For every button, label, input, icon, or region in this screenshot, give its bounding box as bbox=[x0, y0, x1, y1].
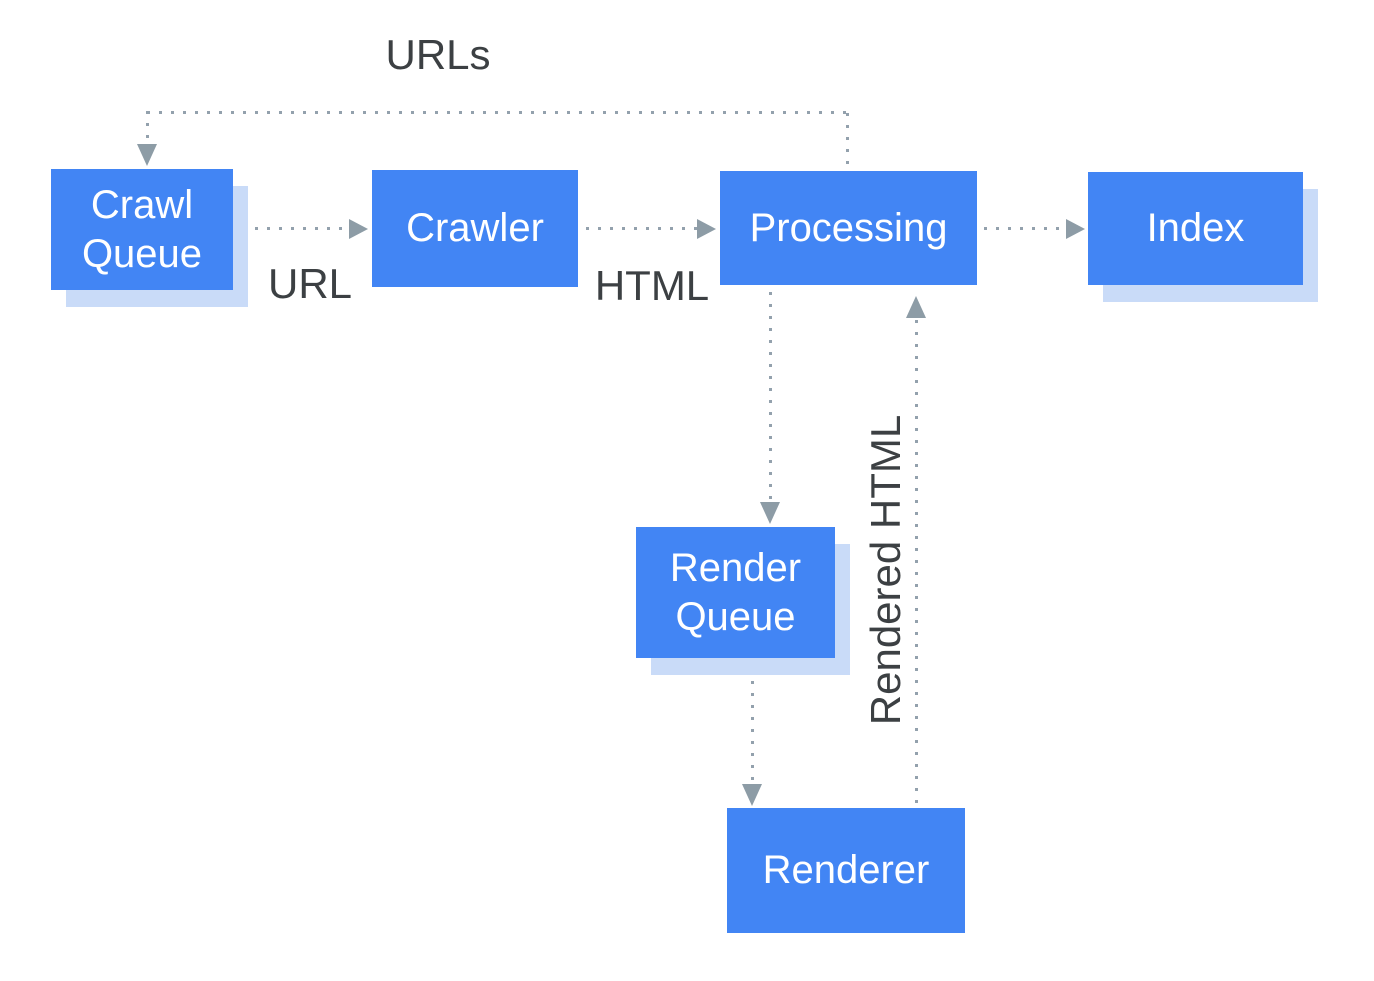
arrowhead-into-crawl-queue bbox=[137, 144, 157, 166]
edge-renderer-to-processing-segment bbox=[915, 320, 918, 807]
node-crawler: Crawler bbox=[372, 170, 578, 287]
node-processing-label: Processing bbox=[749, 205, 948, 250]
edge-renderqueue-to-renderer-segment bbox=[751, 681, 754, 785]
arrowhead-into-index bbox=[1066, 219, 1085, 239]
edge-processing-to-renderqueue-segment bbox=[769, 292, 772, 503]
edge-label-html: HTML bbox=[594, 262, 710, 309]
node-crawl-queue-label: Crawl Queue bbox=[81, 182, 203, 276]
edge-processing-to-crawlqueue-right-segment bbox=[846, 113, 849, 164]
node-crawl-queue: Crawl Queue bbox=[51, 169, 233, 290]
edge-crawler-to-processing-segment bbox=[586, 227, 697, 230]
edge-processing-to-index-segment bbox=[984, 227, 1066, 230]
node-renderer: Renderer bbox=[727, 808, 965, 933]
node-renderer-label: Renderer bbox=[762, 848, 930, 893]
edge-processing-to-crawlqueue-left-segment bbox=[146, 111, 149, 145]
edge-label-urls: URLs bbox=[385, 31, 491, 78]
edge-processing-to-crawlqueue-top-segment bbox=[147, 111, 849, 114]
node-index: Index bbox=[1088, 172, 1303, 285]
edge-label-rendered-html: Rendered HTML bbox=[862, 414, 909, 726]
node-render-queue-label: Render Queue bbox=[669, 545, 802, 639]
arrowhead-into-render-queue bbox=[760, 502, 780, 524]
node-crawler-label: Crawler bbox=[406, 206, 544, 251]
arrowhead-into-renderer bbox=[742, 784, 762, 806]
edge-label-url: URL bbox=[267, 260, 353, 307]
arrowhead-up-into-processing bbox=[906, 296, 926, 318]
node-index-label: Index bbox=[1146, 206, 1245, 251]
arrowhead-into-crawler bbox=[349, 219, 368, 239]
edge-crawlqueue-to-crawler-segment bbox=[255, 227, 347, 230]
arrowhead-into-processing bbox=[697, 219, 716, 239]
node-render-queue: Render Queue bbox=[636, 527, 835, 658]
node-processing: Processing bbox=[720, 171, 977, 285]
